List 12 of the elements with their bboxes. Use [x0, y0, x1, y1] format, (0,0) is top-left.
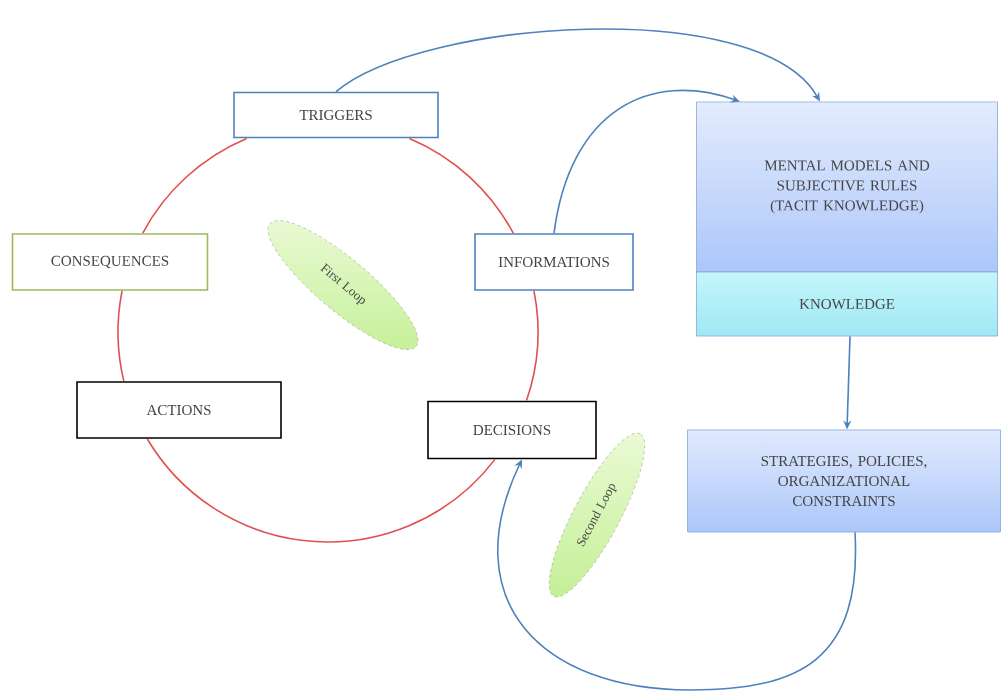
circle-arc [146, 438, 496, 543]
label-box: TRIGGERS [233, 91, 439, 139]
label-box: ACTIONS [76, 381, 282, 439]
label-box: INFORMATIONS [474, 233, 634, 291]
circle-arc [117, 290, 125, 382]
circle-arc [525, 290, 539, 402]
label-box: CONSEQUENCES [11, 233, 209, 291]
knowledge-box: KNOWLEDGE [696, 271, 998, 337]
label-box: DECISIONS [427, 400, 597, 460]
circle-arc [141, 137, 248, 234]
constraints-box: STRATEGIES, POLICIES, ORGANIZATIONAL CONSTRAINTS [687, 429, 1001, 533]
circle-arc [408, 137, 515, 234]
